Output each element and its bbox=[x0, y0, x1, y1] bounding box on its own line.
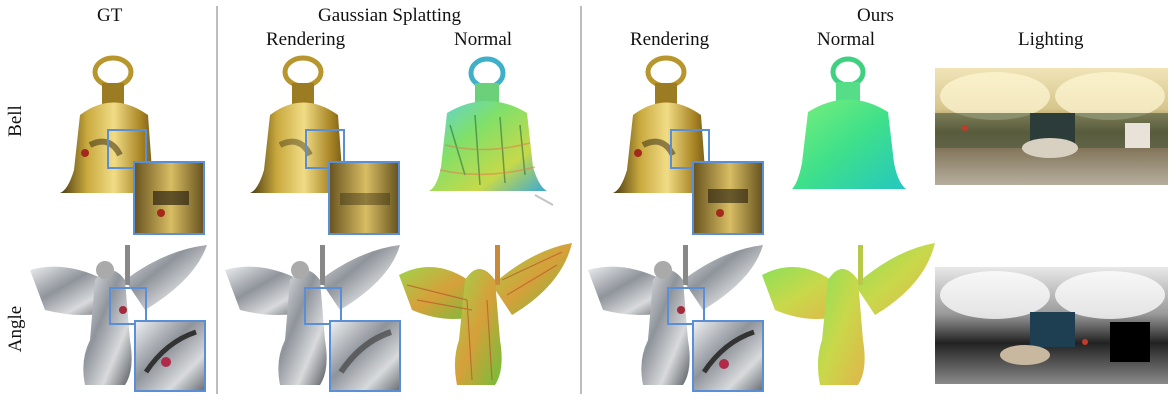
angle-gs-inset-box bbox=[304, 287, 342, 325]
angle-gs-zoom bbox=[329, 320, 401, 392]
row-label-bell: Bell bbox=[5, 105, 26, 137]
header-gs-normal: Normal bbox=[454, 29, 513, 50]
bell-gt-inset-box bbox=[107, 129, 147, 169]
angle-gt-inset-box bbox=[109, 287, 147, 325]
angle-gt-rendering bbox=[25, 240, 210, 392]
header-gs-rendering: Rendering bbox=[266, 29, 346, 50]
bell-gt-rendering bbox=[60, 55, 210, 235]
header-ours-normal: Normal bbox=[817, 29, 876, 50]
angle-lighting-envmap bbox=[935, 267, 1168, 384]
header-gaussian-splatting: Gaussian Splatting bbox=[318, 5, 462, 26]
header-gt: GT bbox=[97, 5, 123, 26]
bell-gs-zoom bbox=[328, 161, 400, 235]
bell-ours-rendering bbox=[608, 55, 768, 235]
divider-gt-gs bbox=[216, 6, 218, 394]
angle-ours-inset-box bbox=[667, 287, 705, 325]
row-label-angle: Angle bbox=[5, 305, 26, 353]
bell-gt-zoom bbox=[133, 161, 205, 235]
header-ours-lighting: Lighting bbox=[1018, 29, 1084, 50]
angle-gs-normal bbox=[397, 240, 575, 390]
divider-gs-ours bbox=[580, 6, 582, 394]
angle-ours-rendering bbox=[583, 240, 768, 392]
angle-gt-zoom bbox=[134, 320, 206, 392]
angle-gs-rendering bbox=[220, 240, 405, 392]
bell-ours-normal bbox=[790, 55, 910, 200]
bell-gs-normal bbox=[425, 55, 555, 210]
angle-ours-zoom bbox=[692, 320, 764, 392]
bell-lighting-envmap bbox=[935, 68, 1168, 185]
bell-gs-inset-box bbox=[305, 129, 345, 169]
header-ours-rendering: Rendering bbox=[630, 29, 710, 50]
angle-ours-normal bbox=[760, 240, 938, 390]
bell-ours-inset-box bbox=[670, 129, 710, 169]
bell-gs-rendering bbox=[245, 55, 405, 235]
bell-ours-zoom bbox=[692, 161, 764, 235]
header-ours: Ours bbox=[857, 5, 894, 26]
